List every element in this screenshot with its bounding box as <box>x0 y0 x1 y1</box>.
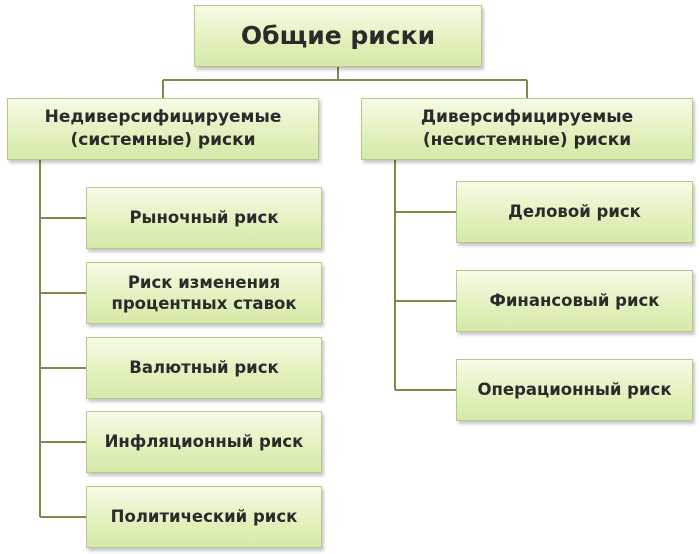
leaf-node-interest-rate-risk: Риск изменения процентных ставок <box>86 262 322 324</box>
category-label: Недиверсифицируемые (системные) риски <box>44 107 282 150</box>
root-node: Общие риски <box>194 5 482 67</box>
category-node-systematic: Недиверсифицируемые (системные) риски <box>7 98 319 160</box>
leaf-node-financial-risk: Финансовый риск <box>456 270 693 332</box>
leaf-label: Риск изменения процентных ставок <box>111 272 297 313</box>
leaf-node-inflation-risk: Инфляционный риск <box>86 411 322 473</box>
category-label: Диверсифицируемые (несистемные) риски <box>420 107 634 150</box>
leaf-label: Финансовый риск <box>489 291 660 311</box>
leaf-node-business-risk: Деловой риск <box>456 181 693 243</box>
leaf-node-political-risk: Политический риск <box>86 486 322 548</box>
leaf-label: Валютный риск <box>129 358 279 378</box>
leaf-label: Операционный риск <box>477 380 672 400</box>
leaf-label: Рыночный риск <box>129 208 279 228</box>
root-label: Общие риски <box>240 20 436 50</box>
category-node-unsystematic: Диверсифицируемые (несистемные) риски <box>361 98 693 160</box>
leaf-node-market-risk: Рыночный риск <box>86 187 322 249</box>
leaf-node-operational-risk: Операционный риск <box>456 359 693 421</box>
leaf-node-currency-risk: Валютный риск <box>86 337 322 399</box>
leaf-label: Деловой риск <box>508 202 641 222</box>
leaf-label: Инфляционный риск <box>104 432 304 452</box>
leaf-label: Политический риск <box>110 507 298 527</box>
